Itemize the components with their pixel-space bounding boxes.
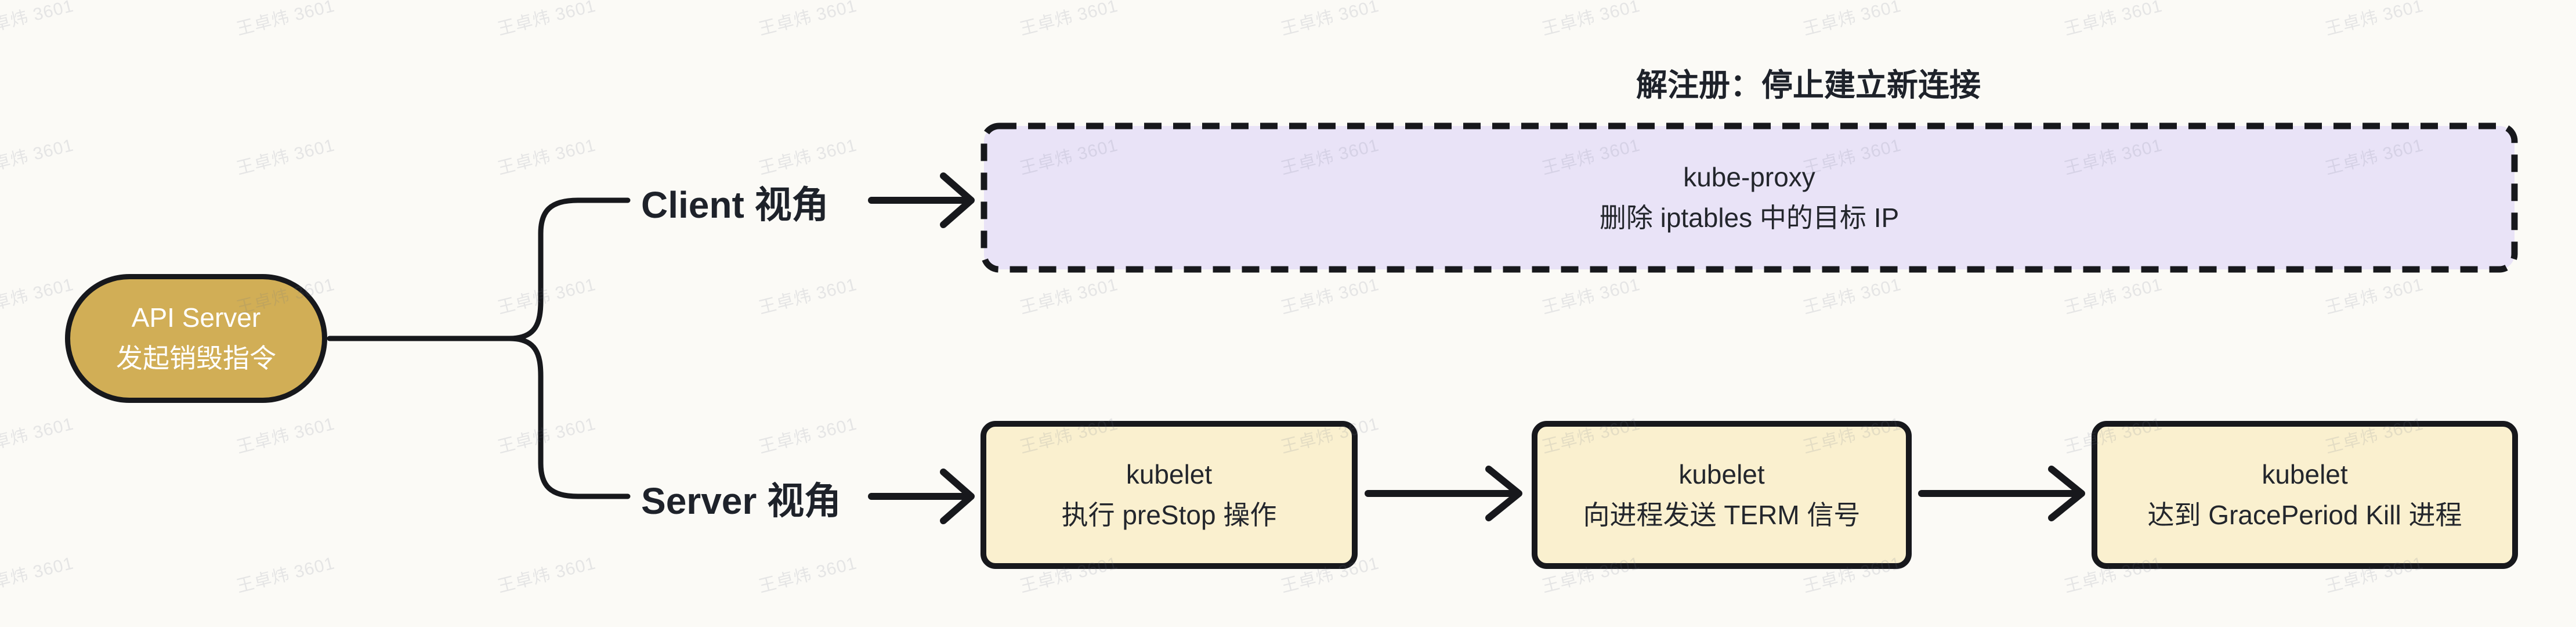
kube-proxy-node-line2: 删除 iptables 中的目标 IP [1599, 203, 1900, 233]
arrow-prestop-to-term [1365, 466, 1522, 521]
client-branch-label: Client 视角 [641, 184, 829, 226]
kubelet-prestop-node: kubelet 执行 preStop 操作 [981, 421, 1358, 569]
kube-proxy-box-border [981, 122, 2518, 273]
arrow-term-to-kill [1918, 466, 2085, 521]
fork-to-server-line [506, 336, 631, 499]
kubelet-term-line2: 向进程发送 TERM 信号 [1583, 499, 1861, 530]
server-arrow [868, 469, 975, 524]
api-server-node-line1: API Server [131, 302, 261, 333]
kubelet-prestop-line1: kubelet [1126, 459, 1213, 489]
kubelet-kill-line2: 达到 GracePeriod Kill 进程 [2147, 499, 2462, 530]
kubelet-term-node: kubelet 向进程发送 TERM 信号 [1532, 421, 1912, 569]
api-server-node: API Server 发起销毁指令 [65, 274, 327, 403]
kubelet-term-line1: kubelet [1678, 459, 1765, 489]
kubelet-kill-node: kubelet 达到 GracePeriod Kill 进程 [2092, 421, 2518, 569]
fork-to-client-line [506, 197, 631, 341]
api-server-node-line2: 发起销毁指令 [116, 343, 276, 373]
kube-proxy-node-line1: kube-proxy [1683, 162, 1815, 193]
kube-proxy-node: kube-proxy 删除 iptables 中的目标 IP [981, 123, 2518, 273]
kubelet-prestop-line2: 执行 preStop 操作 [1061, 499, 1277, 530]
kubelet-kill-line1: kubelet [2262, 459, 2348, 489]
deregister-annotation: 解注册：停止建立新连接 [1636, 68, 1981, 103]
client-arrow [868, 172, 975, 228]
server-branch-label: Server 视角 [641, 480, 842, 522]
